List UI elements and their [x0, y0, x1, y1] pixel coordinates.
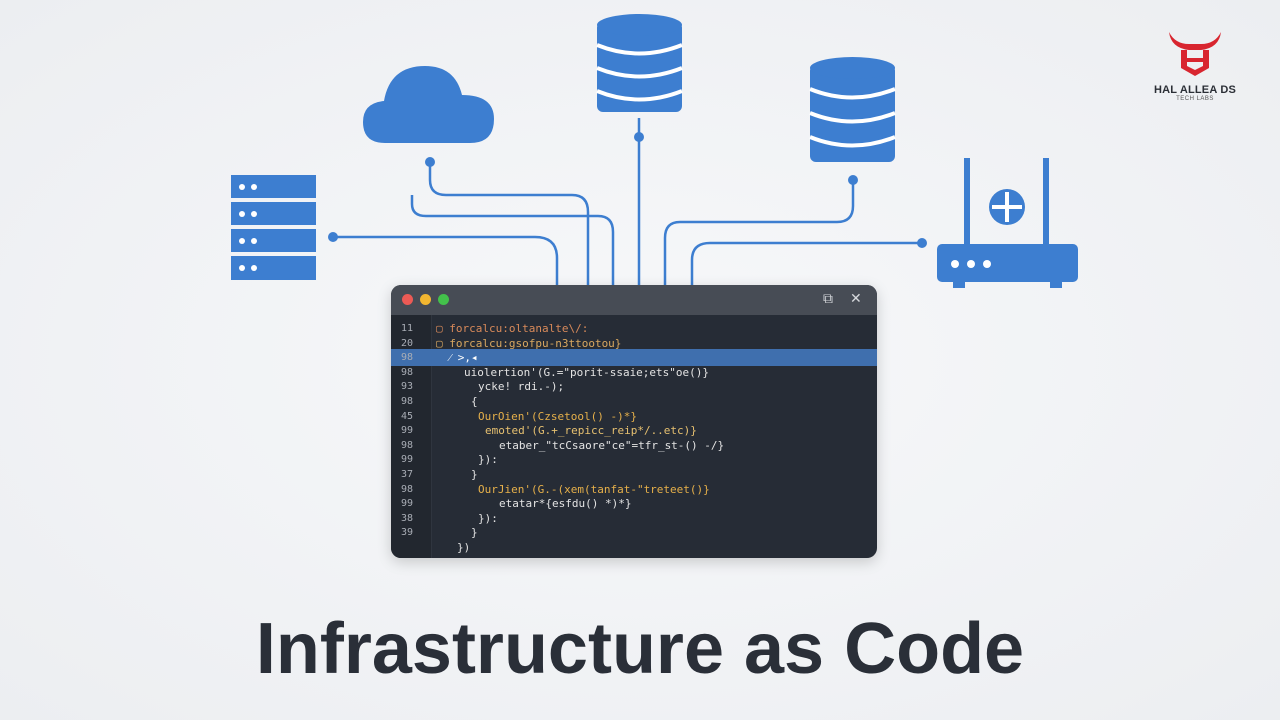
line-number: 93: [401, 381, 414, 393]
line-number: 20: [401, 337, 414, 349]
router-icon: [937, 158, 1078, 288]
page-title: Infrastructure as Code: [255, 609, 1025, 689]
line-number: 99: [401, 454, 414, 466]
code-line: 45 OurOien'(Czsetool() -)*}: [391, 408, 877, 425]
close-icon[interactable]: ✕: [850, 291, 862, 307]
code-line: 98 uiolertion'(G.="porit-ssaie;ets"oe()}: [391, 364, 877, 381]
code-line: }): [391, 539, 877, 556]
database-icon: [809, 57, 896, 162]
database-icon: [596, 14, 683, 112]
code-text: ▢ forcalcu:oltanalte\/:: [436, 322, 589, 335]
line-number: 39: [401, 527, 414, 539]
line-number: 99: [401, 498, 414, 510]
code-editor-window: ⧉ ✕ 11 ▢ forcalcu:oltanalte\/: 20 ▢ forcalc…: [391, 285, 877, 558]
server-rack-icon: [231, 175, 316, 280]
code-text: }):: [478, 511, 498, 525]
editor-titlebar: ⧉ ✕: [391, 285, 877, 315]
company-logo: HAL ALLEA DS TECH LABS: [1140, 30, 1250, 102]
minimize-window-button[interactable]: [420, 294, 431, 305]
code-text: etaber_"tcCsaore"ce"=tfr_st-() -/}: [499, 438, 725, 452]
line-number: 98: [401, 396, 414, 407]
line-number: 11: [401, 323, 414, 334]
code-text: uiolertion'(G.="porit-ssaie;ets"oe()}: [464, 365, 710, 379]
code-line: 98 OurJien'(G.-(xem(tanfat-"treteet()}: [391, 481, 877, 498]
bull-logo-icon: [1169, 32, 1221, 76]
line-number: 45: [401, 410, 414, 422]
code-text: ycke! rdi.-);: [478, 380, 565, 394]
code-line: 38}):: [391, 510, 877, 527]
code-text: ▢ forcalcu:gsofpu-n3ttootou}: [436, 336, 622, 350]
code-text: etatar*{esfdu() *)*}: [499, 497, 632, 511]
line-number: 98: [401, 483, 414, 495]
code-line: 39}: [391, 524, 877, 541]
code-text: emoted'(G.+_repicc_reip*/..etc)}: [485, 424, 697, 438]
connector-dots: [328, 132, 927, 248]
code-text: OurJien'(G.-(xem(tanfat-"treteet()}: [478, 482, 710, 496]
connector-lines: [333, 118, 922, 285]
code-text: ⁄ >,◂: [436, 351, 478, 365]
line-number: 38: [401, 512, 414, 524]
code-line: 98 ⁄ >,◂: [391, 349, 877, 367]
close-window-button[interactable]: [402, 294, 413, 305]
code-text: }):: [478, 453, 498, 467]
code-line: 98 etaber_"tcCsaore"ce"=tfr_st-() -/}: [391, 437, 877, 454]
code-text: }: [471, 526, 478, 540]
code-line: 99}):: [391, 451, 877, 468]
code-text: OurOien'(Czsetool() -)*}: [478, 409, 637, 423]
restore-icon[interactable]: ⧉: [823, 291, 833, 307]
maximize-window-button[interactable]: [438, 294, 449, 305]
code-line: 99 etatar*{esfdu() *)*}: [391, 495, 877, 512]
cloud-icon: [363, 66, 494, 143]
code-text: }): [457, 541, 471, 554]
code-line: 37}: [391, 466, 877, 483]
line-number: 98: [401, 439, 414, 451]
logo-subtitle: TECH LABS: [1176, 96, 1214, 102]
code-line: 11 ▢ forcalcu:oltanalte\/:: [391, 320, 877, 337]
code-line: 99 emoted'(G.+_repicc_reip*/..etc)}: [391, 422, 877, 439]
code-line: 98 {: [391, 393, 877, 410]
line-number: 98: [401, 352, 414, 364]
code-line: 93 ycke! rdi.-);: [391, 378, 877, 395]
line-number: 98: [401, 366, 414, 378]
code-line: 20 ▢ forcalcu:gsofpu-n3ttootou}: [391, 335, 877, 352]
line-number: 37: [401, 469, 414, 480]
code-text: }: [471, 468, 478, 481]
line-number: 99: [401, 425, 414, 437]
logo-name: HAL ALLEA DS: [1153, 84, 1237, 96]
code-text: {: [471, 395, 478, 408]
